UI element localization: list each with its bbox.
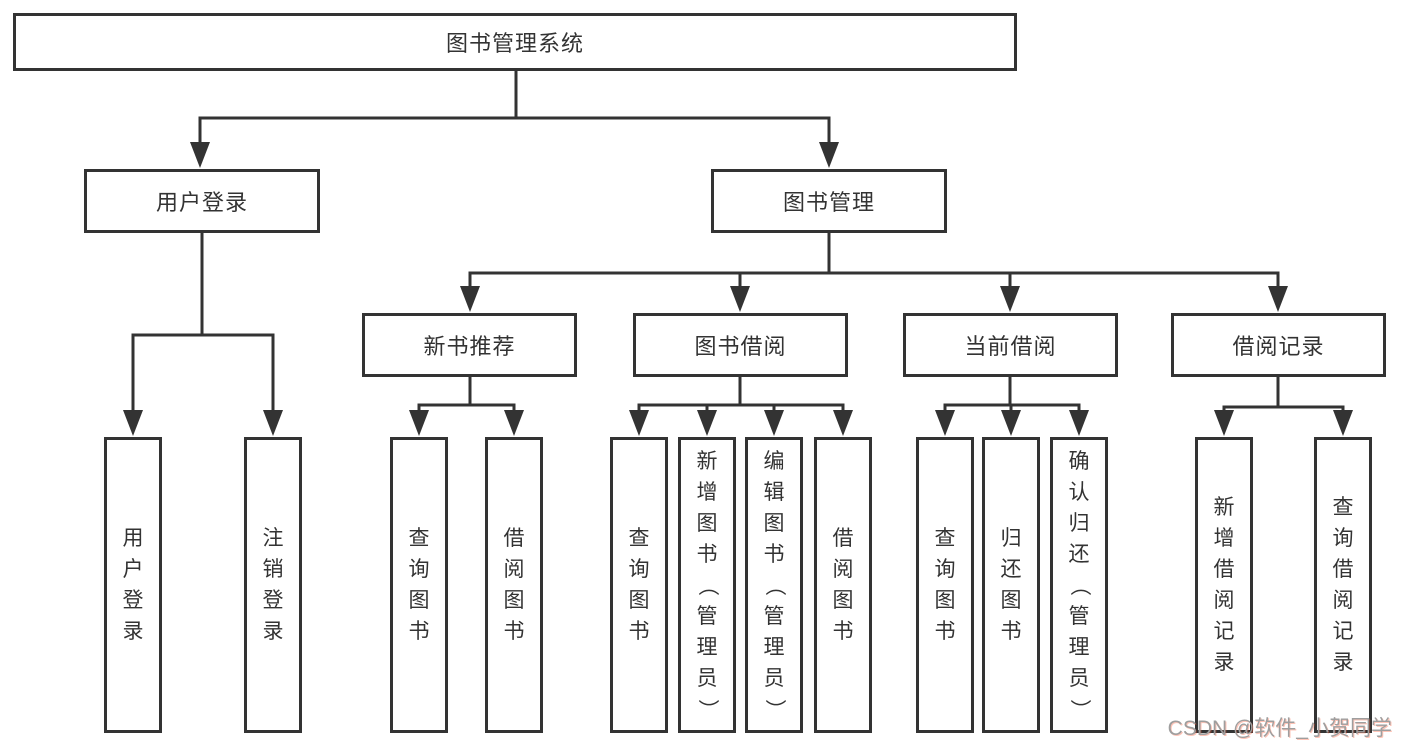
arrowhead-down-icon bbox=[730, 286, 750, 312]
node-library-management-system: 图书管理系统 bbox=[13, 13, 1017, 71]
leaf-logout: 注销登录 bbox=[244, 437, 302, 733]
node-label: 图书管理 bbox=[782, 190, 875, 215]
node-label: 用户登录 bbox=[155, 190, 248, 215]
arrowhead-down-icon bbox=[1000, 286, 1020, 312]
leaf-label: 借阅图书 bbox=[503, 527, 525, 643]
arrowhead-down-icon bbox=[190, 142, 210, 168]
leaf-user-login: 用户登录 bbox=[104, 437, 162, 733]
arrowhead-down-icon bbox=[833, 410, 853, 436]
leaf-query-books-recommend: 查询图书 bbox=[390, 437, 448, 733]
node-label: 当前借阅 bbox=[964, 334, 1057, 359]
arrowhead-down-icon bbox=[819, 142, 839, 168]
node-book-borrowing: 图书借阅 bbox=[633, 313, 848, 377]
leaf-label: 用户登录 bbox=[122, 527, 144, 643]
arrowhead-down-icon bbox=[935, 410, 955, 436]
node-label: 新书推荐 bbox=[423, 334, 516, 359]
arrowhead-down-icon bbox=[1268, 286, 1288, 312]
leaf-borrow-books-recommend: 借阅图书 bbox=[485, 437, 543, 733]
node-user-login: 用户登录 bbox=[84, 169, 320, 233]
leaf-label: 新增借阅记录 bbox=[1213, 496, 1235, 674]
leaf-label: 借阅图书 bbox=[832, 527, 854, 643]
leaf-label: 归还图书 bbox=[1000, 527, 1022, 643]
arrowhead-down-icon bbox=[263, 410, 283, 436]
leaf-add-borrow-record: 新增借阅记录 bbox=[1195, 437, 1253, 733]
arrowhead-down-icon bbox=[697, 410, 717, 436]
arrowhead-down-icon bbox=[629, 410, 649, 436]
leaf-label: 注销登录 bbox=[262, 527, 284, 643]
leaf-label: 查询图书 bbox=[628, 527, 650, 643]
node-label: 借阅记录 bbox=[1232, 334, 1325, 359]
arrowhead-down-icon bbox=[1001, 410, 1021, 436]
leaf-label: 确认归还（管理员） bbox=[1067, 449, 1091, 720]
arrowhead-down-icon bbox=[1069, 410, 1089, 436]
arrowhead-down-icon bbox=[1214, 410, 1234, 436]
leaf-return-books: 归还图书 bbox=[982, 437, 1040, 733]
arrowhead-down-icon bbox=[460, 286, 480, 312]
leaf-add-books-admin: 新增图书（管理员） bbox=[678, 437, 736, 733]
node-new-book-recommend: 新书推荐 bbox=[362, 313, 577, 377]
leaf-query-borrow-record: 查询借阅记录 bbox=[1314, 437, 1372, 733]
node-borrowing-records: 借阅记录 bbox=[1171, 313, 1386, 377]
leaf-label: 新增图书（管理员） bbox=[695, 449, 719, 720]
arrowhead-down-icon bbox=[409, 410, 429, 436]
leaf-label: 查询图书 bbox=[934, 527, 956, 643]
node-label: 图书借阅 bbox=[694, 334, 787, 359]
leaf-confirm-return-admin: 确认归还（管理员） bbox=[1050, 437, 1108, 733]
arrowhead-down-icon bbox=[123, 410, 143, 436]
leaf-label: 查询借阅记录 bbox=[1332, 496, 1354, 674]
csdn-watermark: CSDN @软件_小贺同学 bbox=[1167, 717, 1392, 740]
node-label: 图书管理系统 bbox=[445, 31, 584, 56]
node-book-management: 图书管理 bbox=[711, 169, 947, 233]
leaf-borrow-books-borrowing: 借阅图书 bbox=[814, 437, 872, 733]
arrowhead-down-icon bbox=[1333, 410, 1353, 436]
leaf-label: 查询图书 bbox=[408, 527, 430, 643]
arrowhead-down-icon bbox=[504, 410, 524, 436]
leaf-query-books-current: 查询图书 bbox=[916, 437, 974, 733]
leaf-edit-books-admin: 编辑图书（管理员） bbox=[745, 437, 803, 733]
node-current-borrowing: 当前借阅 bbox=[903, 313, 1118, 377]
leaf-query-books-borrowing: 查询图书 bbox=[610, 437, 668, 733]
leaf-label: 编辑图书（管理员） bbox=[762, 449, 786, 720]
arrowhead-down-icon bbox=[764, 410, 784, 436]
